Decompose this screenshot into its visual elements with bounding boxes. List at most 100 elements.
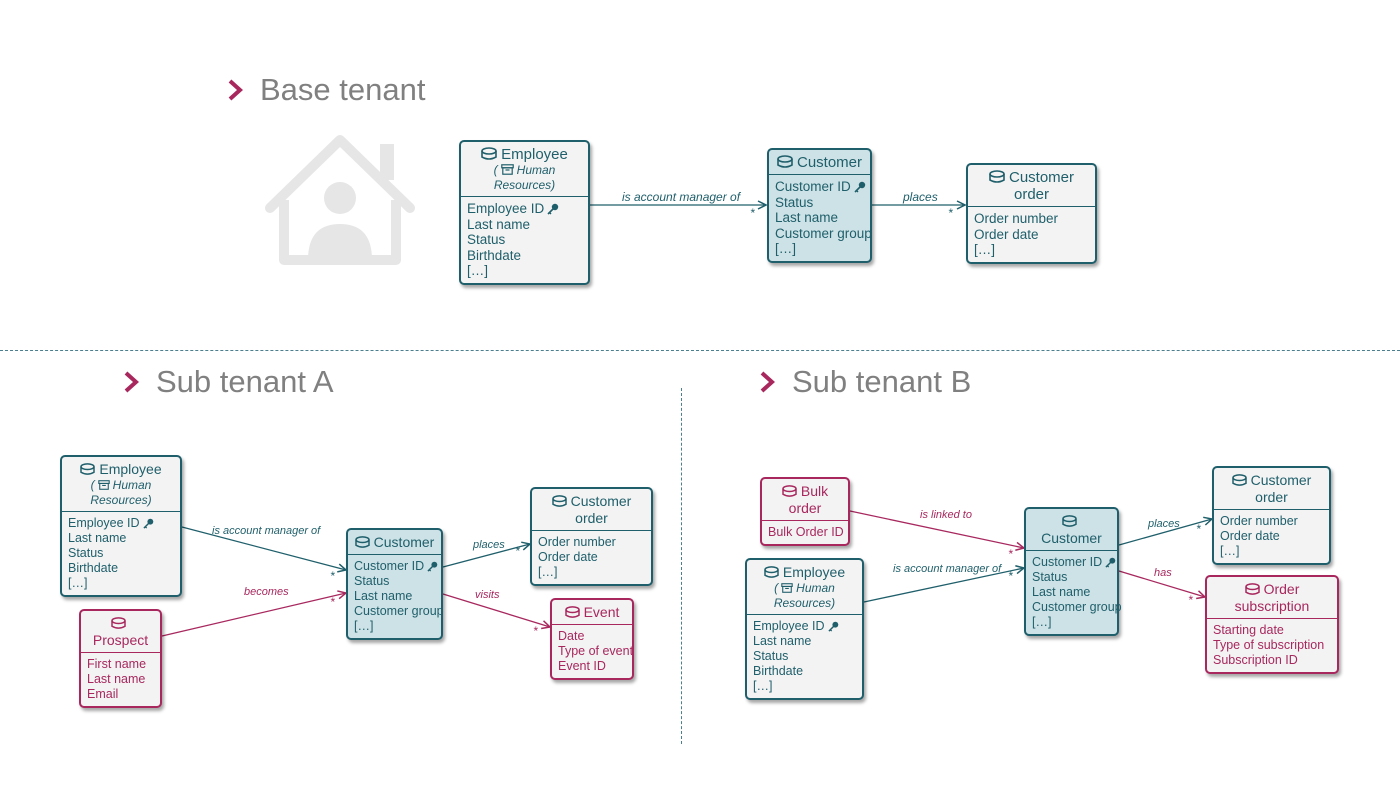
multiplicity-star: * — [1008, 569, 1013, 583]
database-icon — [111, 617, 126, 629]
entity-title: Employee — [782, 564, 846, 580]
entity-customer[interactable]: Customer Customer ID Status Last name Cu… — [1024, 507, 1122, 636]
attribute-text: Customer ID — [354, 559, 425, 573]
entity-attributes: Employee ID Last name Status Birthdate [… — [461, 197, 588, 283]
entity-title: Event — [583, 604, 620, 620]
entity-title: Customer — [796, 154, 863, 171]
attribute: Status — [1032, 570, 1068, 584]
entity-header: Customer order — [1214, 468, 1329, 510]
label-a-visits: visits — [475, 589, 500, 601]
entity-domain: (Human Resources) — [773, 581, 836, 610]
attribute: Last name — [68, 531, 127, 545]
link-b-manager — [863, 568, 1024, 603]
multiplicity-star: * — [750, 206, 755, 220]
attribute: […] — [68, 576, 88, 590]
entity-title: Employee — [99, 461, 162, 477]
entity-event[interactable]: Event Date Type of event Event ID — [550, 598, 634, 680]
attribute: Status — [775, 194, 814, 210]
entity-bulk-order[interactable]: Bulk order Bulk Order ID — [760, 477, 850, 546]
label-b-manager: is account manager of — [893, 563, 1002, 575]
database-icon — [777, 155, 793, 168]
entity-domain-text: Human Resources — [90, 478, 152, 507]
attribute: Status — [68, 546, 104, 560]
attribute: […] — [1220, 544, 1240, 558]
entity-domain: (Human Resources) — [90, 478, 152, 507]
key-icon — [142, 518, 153, 529]
link-a-becomes — [161, 593, 346, 637]
entity-header: Order subscription — [1207, 577, 1337, 619]
attribute-text: Employee ID — [467, 201, 545, 216]
link-b-places — [1118, 519, 1212, 546]
archive-icon — [97, 480, 110, 490]
entity-customer-order[interactable]: Customer order Order number Order date [… — [530, 487, 653, 586]
archive-icon — [781, 583, 793, 593]
entity-header: Customer order — [532, 489, 651, 531]
attribute: Order date — [974, 226, 1039, 242]
database-icon — [354, 536, 370, 548]
entity-employee[interactable]: Employee (Human Resources) Employee ID L… — [745, 558, 864, 700]
chevron-right-icon — [760, 371, 775, 393]
attribute: Last name — [354, 589, 413, 603]
database-icon — [80, 463, 96, 475]
attribute: Date — [558, 629, 585, 643]
multiplicity-star: * — [948, 206, 953, 220]
entity-title: Order subscription — [1234, 581, 1310, 614]
entity-domain-text: Human Resources — [493, 163, 556, 192]
entity-attributes: Order number Order date […] — [532, 531, 651, 584]
attribute: First name — [87, 657, 147, 671]
attribute: Event ID — [558, 659, 606, 673]
label-base-manager: is account manager of — [622, 190, 741, 204]
link-a-visits — [442, 593, 550, 627]
entity-attributes: Order number Order date […] — [968, 207, 1095, 262]
link-a-manager — [181, 526, 346, 570]
multiplicity-star: * — [515, 544, 520, 558]
database-icon — [481, 147, 497, 160]
attribute: Type of subscription — [1213, 638, 1325, 652]
attribute: Last name — [1032, 585, 1091, 599]
attribute: Customer group — [775, 225, 872, 241]
entity-title: Customer order — [1008, 169, 1075, 203]
attribute: Order number — [538, 535, 616, 549]
entity-customer-order[interactable]: Customer order Order number Order date [… — [966, 163, 1097, 264]
entity-employee[interactable]: Employee (Human Resources) Employee ID L… — [60, 455, 182, 597]
key-icon — [827, 621, 838, 632]
entity-title: Customer — [1041, 530, 1102, 546]
multiplicity-star: * — [1008, 547, 1013, 561]
entity-attributes: Employee ID Last name Status Birthdate [… — [62, 512, 180, 595]
attribute: Order number — [1220, 514, 1298, 528]
entity-customer[interactable]: Customer Customer ID Status Last name Cu… — [767, 148, 872, 263]
entity-order-subscription[interactable]: Order subscription Starting date Type of… — [1205, 575, 1339, 674]
label-a-places: places — [473, 539, 505, 551]
entity-attributes: First name Last name Email — [81, 653, 160, 706]
entity-attributes: Employee ID Last name Status Birthdate [… — [747, 615, 862, 698]
multiplicity-star: * — [1188, 593, 1193, 607]
entity-employee[interactable]: Employee (Human Resources) Employee ID L… — [459, 140, 590, 285]
attribute: […] — [538, 565, 558, 579]
attribute: Status — [467, 232, 506, 247]
label-b-has: has — [1154, 567, 1172, 579]
entity-title: Prospect — [92, 632, 149, 648]
entity-title: Customer order — [570, 493, 632, 526]
key-icon — [854, 181, 865, 193]
entity-header: Customer — [769, 150, 870, 175]
section-title-sub-b: Sub tenant B — [758, 364, 971, 400]
link-b-linked — [849, 510, 1024, 548]
entity-attributes: Date Type of event Event ID — [552, 625, 633, 678]
attribute: Last name — [87, 672, 146, 686]
key-icon — [427, 561, 438, 572]
entity-prospect[interactable]: Prospect First name Last name Email — [79, 609, 162, 708]
entity-customer-order[interactable]: Customer order Order number Order date [… — [1212, 466, 1331, 565]
attribute: […] — [974, 242, 996, 257]
attribute: Subscription ID — [1213, 653, 1298, 667]
label-base-places: places — [903, 190, 938, 204]
entity-customer[interactable]: Customer Customer ID Status Last name Cu… — [346, 528, 444, 640]
entity-attributes: Order number Order date […] — [1214, 510, 1329, 563]
archive-icon — [500, 164, 514, 175]
entity-header: Bulk order — [762, 479, 848, 521]
section-title-sub-a-text: Sub tenant A — [156, 364, 334, 399]
attribute: Email — [87, 687, 119, 701]
attribute: Last name — [775, 210, 839, 225]
attribute: Birthdate — [467, 247, 522, 263]
attribute: Starting date — [1213, 623, 1284, 637]
